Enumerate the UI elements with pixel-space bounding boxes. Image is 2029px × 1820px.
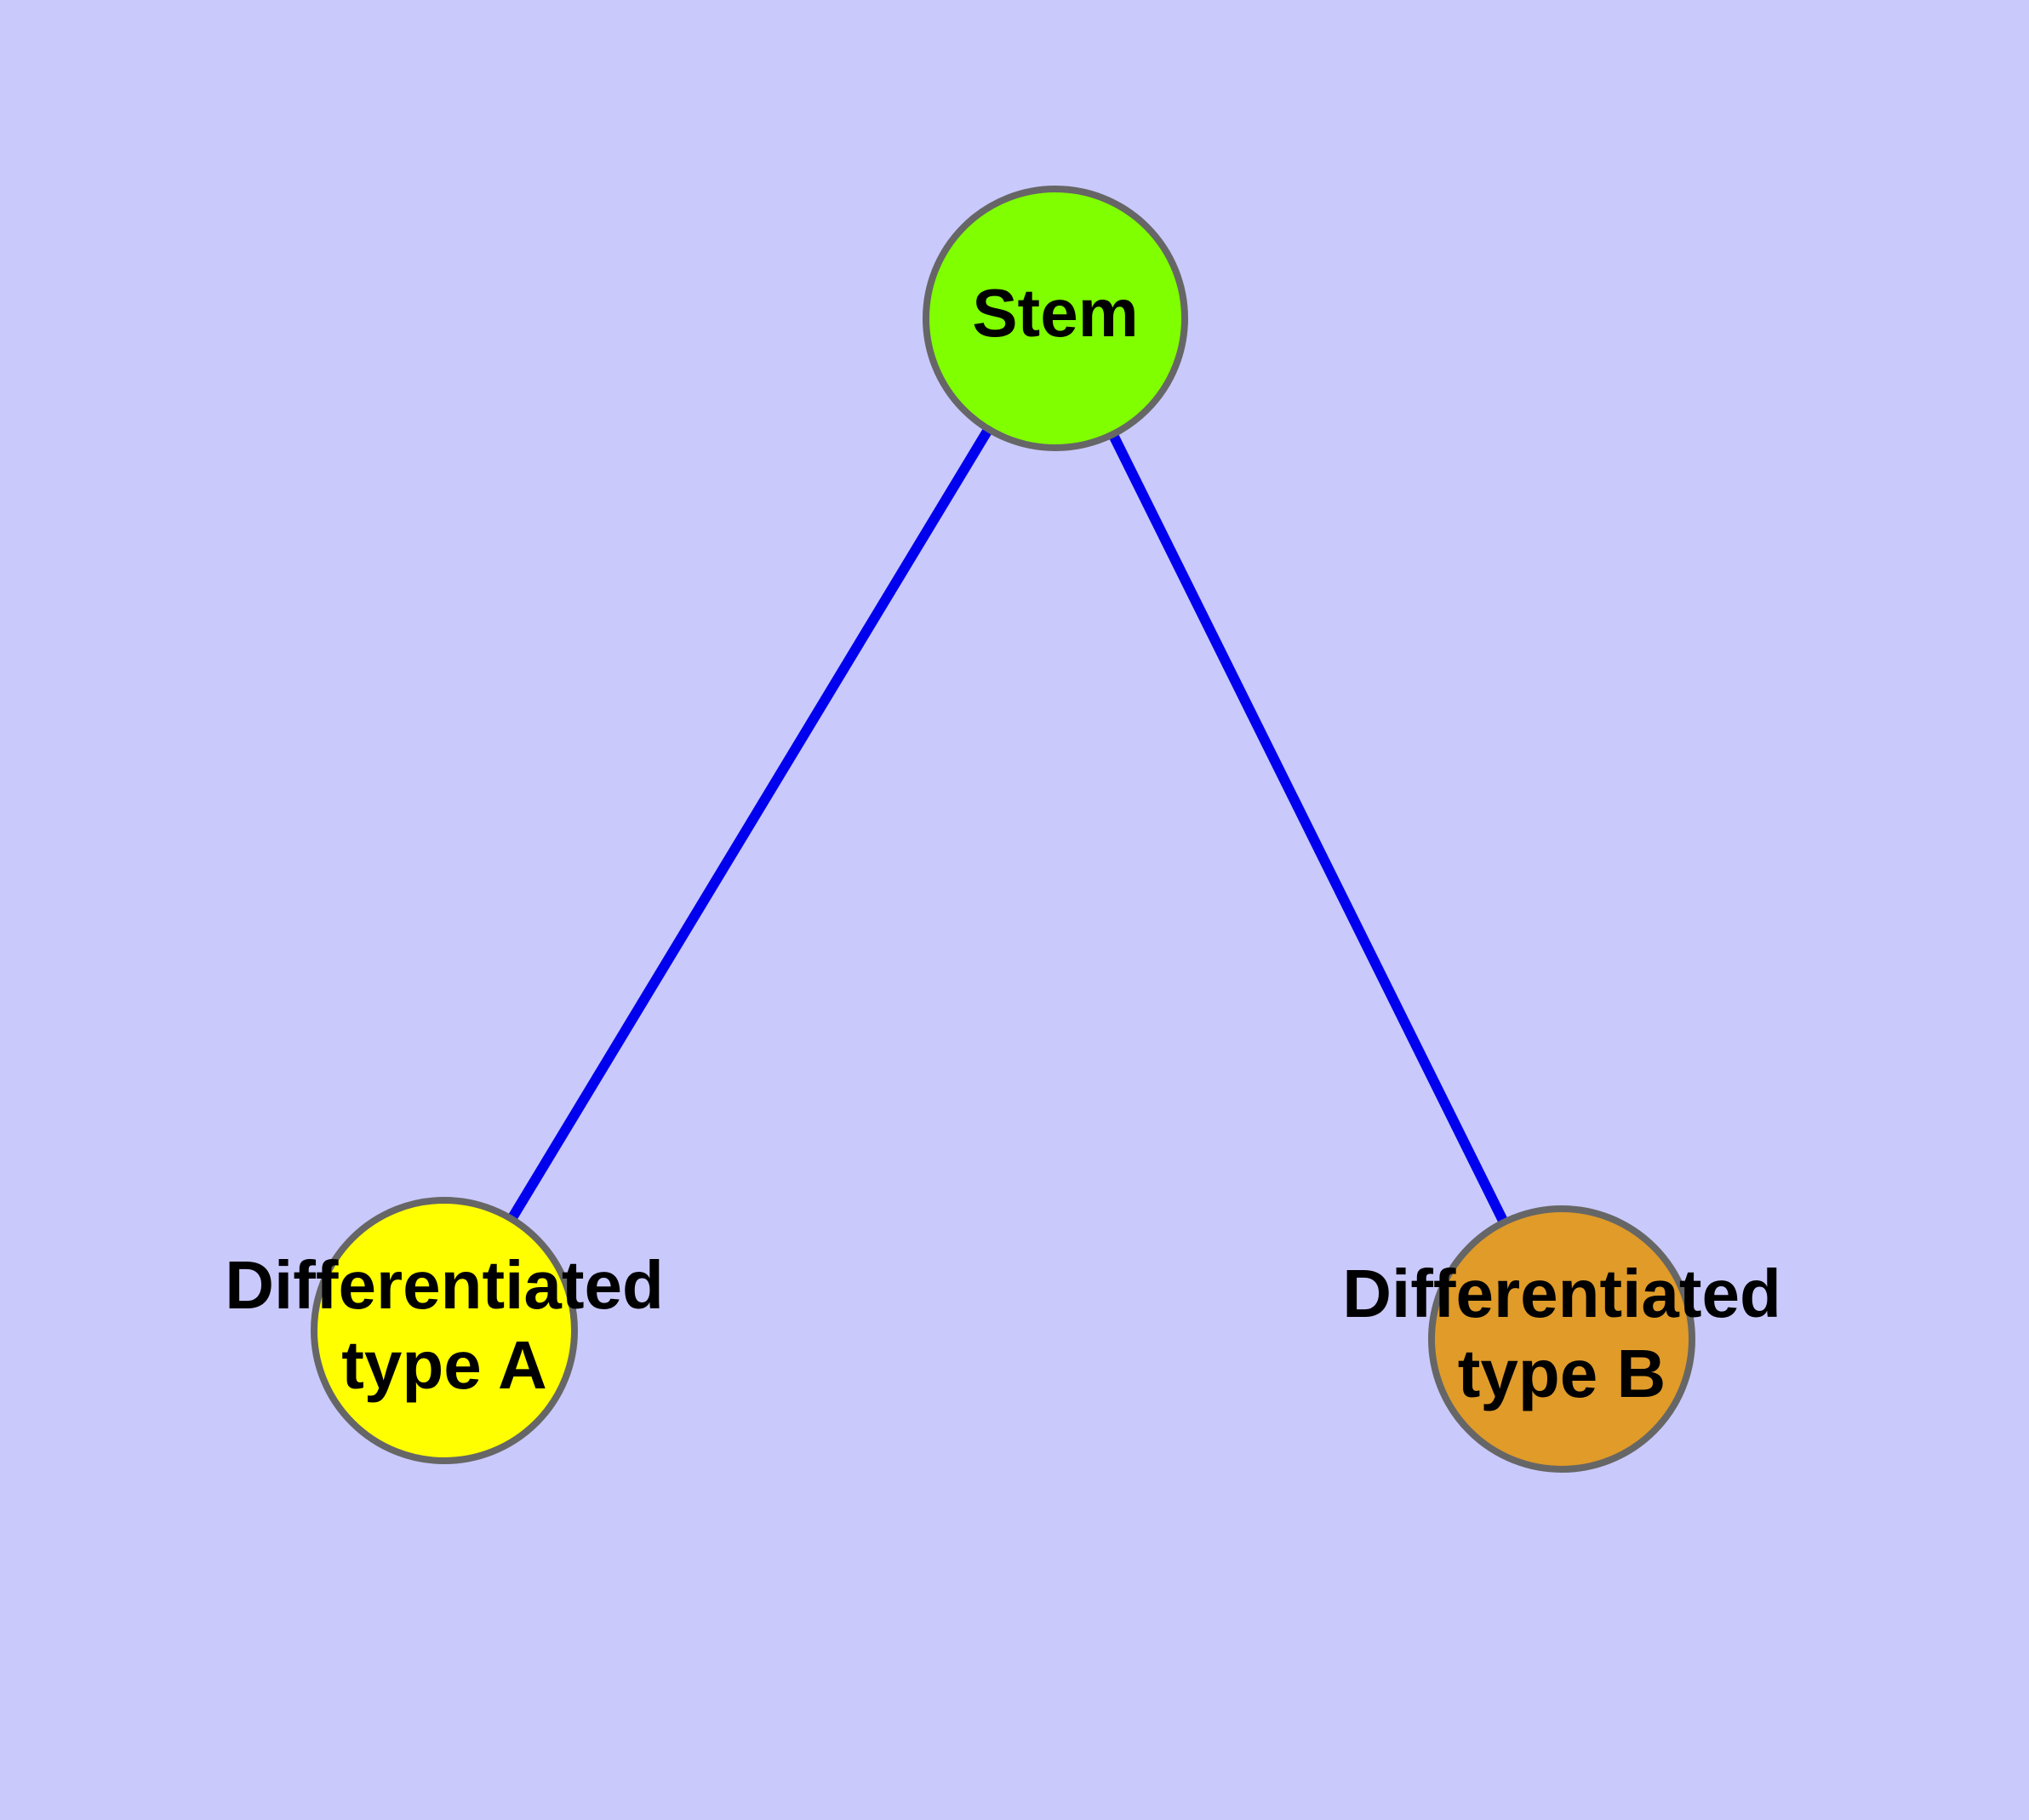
node-label-line: Differentiated <box>225 1247 664 1323</box>
node-label-line: type A <box>341 1327 547 1403</box>
node-label-line: Differentiated <box>1342 1256 1781 1331</box>
edge-stem-to-diff_b <box>1106 428 1511 1228</box>
edges-layer <box>505 423 1511 1228</box>
node-stem[interactable] <box>923 186 1188 451</box>
node-diff_a[interactable] <box>311 1197 578 1464</box>
nodes-layer <box>311 186 1695 1473</box>
node-label-line: Stem <box>972 275 1139 351</box>
node-label-line: type B <box>1458 1336 1666 1411</box>
edge-stem-to-diff_a <box>505 423 995 1225</box>
node-diff_b[interactable] <box>1428 1205 1695 1473</box>
node-label-stem: Stem <box>972 275 1139 351</box>
